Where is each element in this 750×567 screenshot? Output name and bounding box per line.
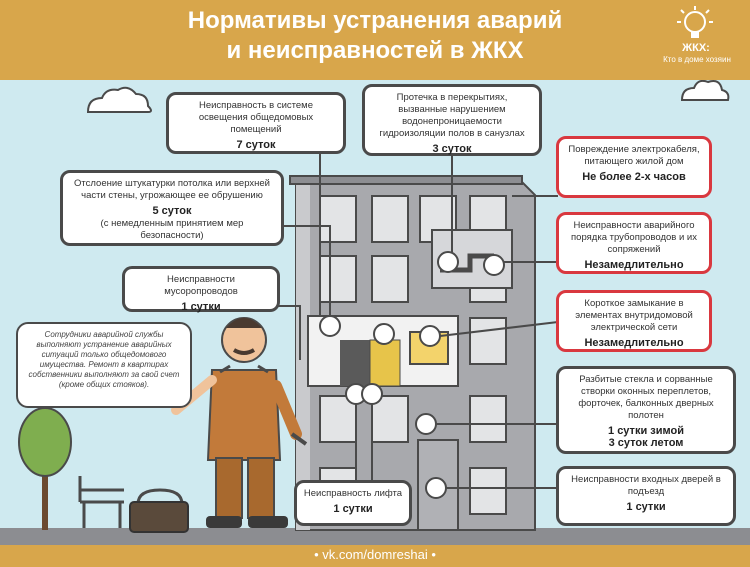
box-term: 3 суток [432, 143, 472, 155]
box-term: 7 суток [236, 139, 276, 151]
box-leak: Протечка в перекрытиях, вызванные наруше… [362, 84, 542, 156]
box-pipes: Неисправности аварийного порядка трубопр… [556, 212, 712, 274]
title-line-2: и неисправностей в ЖКХ [226, 37, 524, 64]
lift-shaft [340, 340, 370, 386]
box-note: (с немедленным принятием мер безопасност… [100, 218, 244, 241]
box-term: Незамедлительно [584, 337, 684, 349]
box-term: 5 суток [152, 205, 192, 217]
box-term: 1 сутки [181, 301, 221, 313]
box-doors: Неисправности входных дверей в подъезд 1… [556, 466, 736, 526]
box-term: 1 сутки [333, 503, 373, 515]
box-term: Незамедлительно [584, 259, 684, 271]
box-text: Короткое замыкание в элементах внутридом… [575, 298, 693, 333]
box-garbage: Неисправности мусоропроводов 1 сутки [122, 266, 280, 313]
box-text: Протечка в перекрытиях, вызванные наруше… [379, 92, 525, 139]
connector-lines [220, 152, 559, 490]
box-text: Неисправности входных дверей в подъезд [571, 474, 721, 497]
speech-bubble: Сотрудники аварийной службы выполняют ус… [16, 322, 192, 408]
box-glass: Разбитые стекла и сорванные створки окон… [556, 366, 736, 454]
ground [0, 528, 750, 545]
box-term: 1 сутки зимой [608, 425, 684, 437]
box-text: Отслоение штукатурки потолка или верхней… [74, 178, 270, 201]
lightbulb-icon [677, 6, 713, 38]
box-text: Повреждение электрокабеля, питающего жил… [568, 144, 700, 167]
title-line-1: Нормативы устранения аварий [187, 7, 563, 34]
box-text: Неисправность лифта [303, 488, 403, 499]
worker-figure [171, 317, 308, 528]
box-term: 1 сутки [626, 501, 666, 513]
box-text: Неисправности аварийного порядка трубопр… [571, 220, 697, 255]
footer-bar: • vk.com/domreshai • [0, 545, 750, 567]
tree-icon [18, 407, 72, 530]
toolbag-icon [129, 488, 189, 533]
box-plaster: Отслоение штукатурки потолка или верхней… [60, 170, 284, 246]
box-text: Разбитые стекла и сорванные створки окон… [578, 374, 714, 421]
bench-icon [78, 476, 124, 528]
box-term-2: 3 суток летом [608, 437, 684, 449]
box-text: Неисправность в системе освещения общедо… [198, 100, 314, 135]
box-short-circuit: Короткое замыкание в элементах внутридом… [556, 290, 712, 352]
box-lift: Неисправность лифта 1 сутки [294, 480, 412, 526]
header-banner: Нормативы устранения аварий и неисправно… [0, 0, 750, 80]
box-cable: Повреждение электрокабеля, питающего жил… [556, 136, 712, 198]
box-term: Не более 2-х часов [582, 171, 686, 183]
logo-tagline: Кто в доме хозяин [663, 55, 731, 64]
box-text: Неисправности мусоропроводов [164, 274, 238, 297]
footer-link[interactable]: • vk.com/domreshai • [314, 547, 436, 562]
cloud-left-icon [86, 86, 152, 113]
cloud-right-icon [680, 79, 730, 101]
markers [319, 251, 505, 499]
box-lighting: Неисправность в системе освещения общедо… [166, 92, 346, 154]
logo-name: ЖКХ: [682, 42, 710, 54]
page-title: Нормативы устранения аварий и неисправно… [140, 6, 610, 66]
